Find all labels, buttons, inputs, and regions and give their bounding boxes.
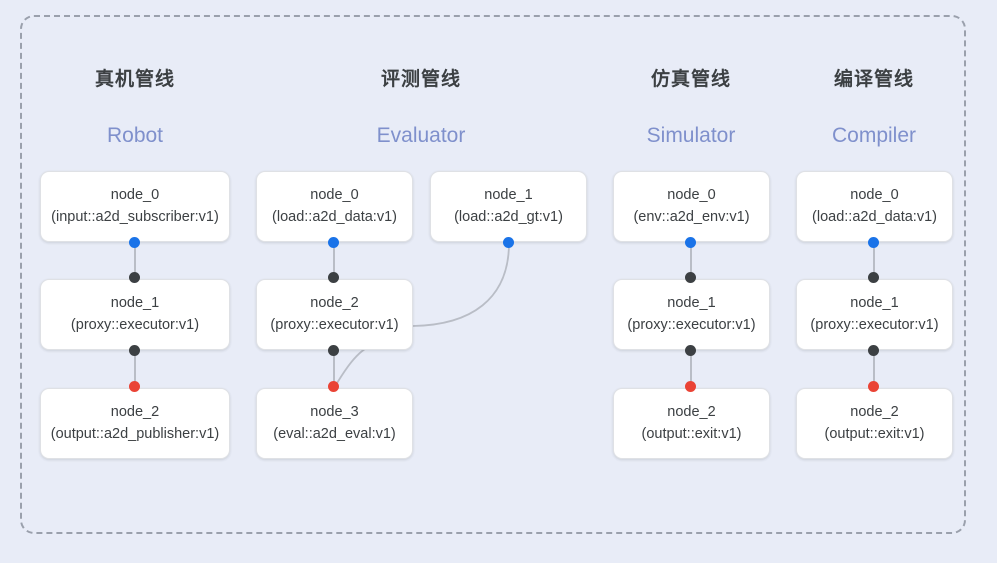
node-simulator-2[interactable]: node_2 (output::exit:v1) [613,388,770,459]
port-input-compiler-1[interactable] [868,272,879,283]
node-spec: (output::exit:v1) [824,425,925,442]
node-evaluator-0[interactable]: node_0 (load::a2d_data:v1) [256,171,413,242]
node-name: node_3 [310,404,359,421]
node-robot-0[interactable]: node_0 (input::a2d_subscriber:v1) [40,171,230,242]
port-input-evaluator-3[interactable] [328,381,339,392]
node-spec: (proxy::executor:v1) [70,316,200,333]
port-input-robot-1[interactable] [129,272,140,283]
node-compiler-0[interactable]: node_0 (load::a2d_data:v1) [796,171,953,242]
port-input-robot-2[interactable] [129,381,140,392]
column-subtitle-robot: Robot [106,124,164,147]
node-name: node_1 [667,295,716,312]
port-output-robot-0[interactable] [129,237,140,248]
node-spec: (output::a2d_publisher:v1) [50,425,220,442]
port-output-simulator-0[interactable] [685,237,696,248]
port-input-simulator-1[interactable] [685,272,696,283]
node-evaluator-2[interactable]: node_2 (proxy::executor:v1) [256,279,413,350]
node-name: node_0 [110,187,160,204]
port-output-robot-1[interactable] [129,345,140,356]
column-title-simulator: 仿真管线 [650,69,731,90]
column-title-compiler: 编译管线 [833,69,914,90]
node-spec: (proxy::executor:v1) [627,316,756,333]
node-compiler-2[interactable]: node_2 (output::exit:v1) [796,388,953,459]
port-output-evaluator-2[interactable] [328,345,339,356]
column-title-evaluator: 评测管线 [380,69,461,90]
column-subtitle-compiler: Compiler [831,124,917,147]
node-spec: (eval::a2d_eval:v1) [273,425,396,442]
port-output-compiler-1[interactable] [868,345,879,356]
port-output-evaluator-0[interactable] [328,237,339,248]
node-simulator-1[interactable]: node_1 (proxy::executor:v1) [613,279,770,350]
node-evaluator-3[interactable]: node_3 (eval::a2d_eval:v1) [256,388,413,459]
node-spec: (load::a2d_data:v1) [812,208,937,225]
node-compiler-1[interactable]: node_1 (proxy::executor:v1) [796,279,953,350]
node-robot-1[interactable]: node_1 (proxy::executor:v1) [40,279,230,350]
node-robot-2[interactable]: node_2 (output::a2d_publisher:v1) [40,388,230,459]
node-name: node_0 [310,187,359,204]
node-spec: (output::exit:v1) [641,425,742,442]
column-title-robot: 真机管线 [94,69,175,90]
node-name: node_1 [850,295,899,312]
port-output-simulator-1[interactable] [685,345,696,356]
port-output-evaluator-1[interactable] [503,237,514,248]
node-name: node_2 [850,404,899,421]
node-name: node_0 [850,187,899,204]
node-name: node_2 [110,404,160,421]
node-spec: (load::a2d_gt:v1) [454,208,563,225]
node-name: node_2 [310,295,359,312]
node-simulator-0[interactable]: node_0 (env::a2d_env:v1) [613,171,770,242]
edge-eval-gt-to-executor [412,242,510,327]
port-output-compiler-0[interactable] [868,237,879,248]
port-input-simulator-2[interactable] [685,381,696,392]
node-spec: (proxy::executor:v1) [810,316,939,333]
node-evaluator-1[interactable]: node_1 (load::a2d_gt:v1) [430,171,587,242]
column-subtitle-evaluator: Evaluator [376,124,466,147]
port-input-evaluator-2[interactable] [328,272,339,283]
port-input-compiler-2[interactable] [868,381,879,392]
node-spec: (input::a2d_subscriber:v1) [51,208,219,225]
node-name: node_1 [484,187,533,204]
node-name: node_1 [110,295,160,312]
node-spec: (proxy::executor:v1) [270,316,399,333]
column-subtitle-simulator: Simulator [646,124,736,147]
node-spec: (load::a2d_data:v1) [272,208,397,225]
node-name: node_0 [667,187,716,204]
node-name: node_2 [667,404,716,421]
node-spec: (env::a2d_env:v1) [633,208,750,225]
edge-eval-gt-to-evalnode [333,344,373,389]
